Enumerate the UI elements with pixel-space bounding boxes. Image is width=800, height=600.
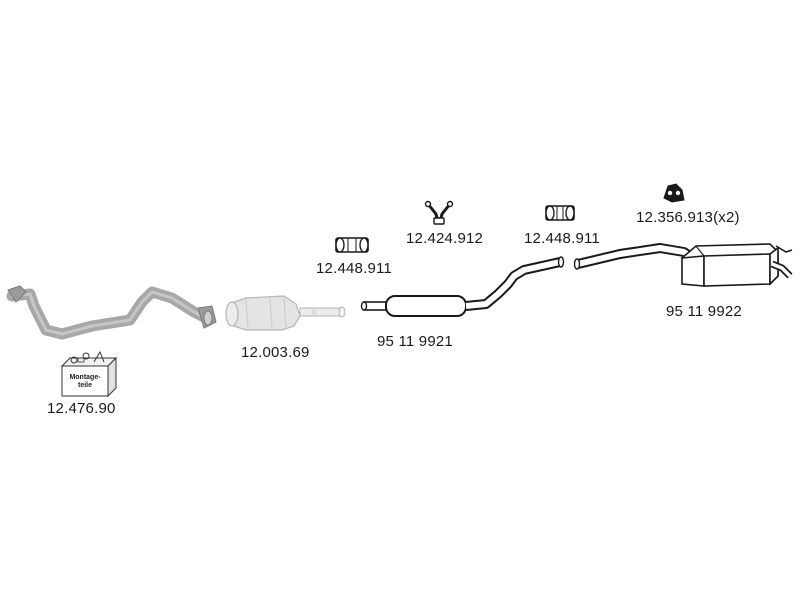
rubber-mount-icon <box>663 183 685 203</box>
front-pipe-icon <box>6 285 217 340</box>
mounting-kit-label-line-1: Montage- <box>69 374 101 381</box>
part-number-middle-silencer: 95 11 9921 <box>377 333 453 350</box>
catalytic-converter-icon <box>225 295 346 331</box>
part-number-rubber-mount: 12.356.913(x2) <box>636 209 740 226</box>
rear-silencer-icon <box>573 243 793 287</box>
part-number-rear-silencer: 95 11 9922 <box>666 303 742 320</box>
part-number-clamp-left: 12.448.911 <box>316 260 392 277</box>
part-number-clamp-right: 12.448.911 <box>524 230 600 247</box>
mounting-kit-label: Montage- teile <box>62 374 108 390</box>
part-number-catalytic-converter: 12.003.69 <box>241 344 310 361</box>
y-hanger-icon <box>424 200 454 225</box>
mounting-kit-label-line-2: teile <box>77 382 92 389</box>
part-number-hanger-y: 12.424.912 <box>406 230 484 247</box>
pipe-clamp-icon <box>335 237 369 253</box>
middle-silencer-icon <box>360 256 565 317</box>
pipe-clamp-icon <box>545 205 575 221</box>
part-number-front-pipe: 12.476.90 <box>47 400 116 417</box>
mounting-kit-box-icon <box>60 350 118 398</box>
